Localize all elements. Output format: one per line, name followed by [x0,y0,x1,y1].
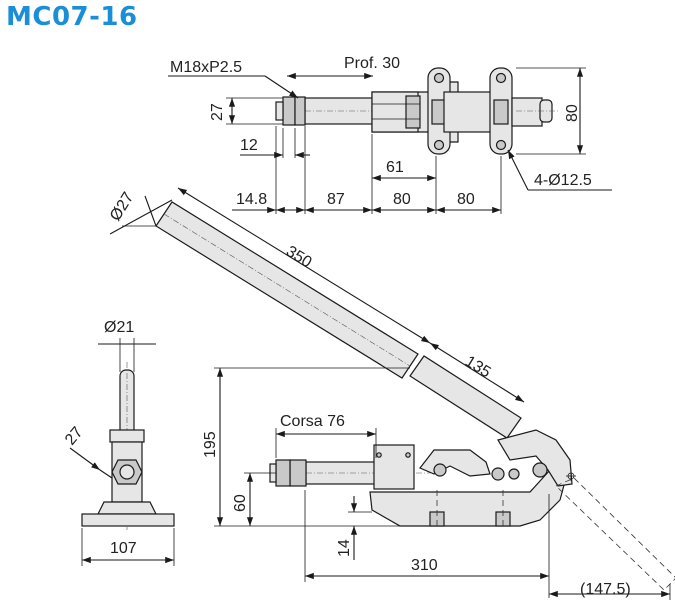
height-14-label: 14 [336,539,353,557]
height-60-label: 60 [232,494,249,512]
length-147-5-label: (147.5) [580,581,631,598]
width-87-label: 87 [327,191,345,208]
stroke-label: Corsa 76 [280,413,345,430]
width-14-8-label: 14.8 [236,191,267,208]
handle-length-135-label: 135 [462,353,494,382]
height-80-label: 80 [564,104,581,122]
base-width-label: 107 [110,540,137,557]
drawing-title: MC07-16 [6,2,138,32]
width-80-a-label: 80 [393,191,411,208]
width-12-label: 12 [240,137,258,154]
top-view-dimensions: M18xP2.5 Prof. 30 27 12 80 61 4-Ø12.5 [168,55,612,214]
handle-diameter-label: Ø27 [107,189,137,224]
height-27-label: 27 [209,103,226,121]
length-310-label: 310 [411,557,438,574]
top-view [275,67,560,155]
rod-diameter-label: Ø21 [104,319,134,336]
width-61-label: 61 [386,159,404,176]
handle-view: Ø27 350 135 [107,187,525,439]
height-195-label: 195 [202,431,219,458]
thread-label: M18xP2.5 [170,59,242,76]
holes-label: 4-Ø12.5 [534,172,592,189]
side-view: 195 Corsa 76 60 14 310 (147.5) [202,367,675,600]
nut-size-label: 27 [62,424,87,449]
depth-label: Prof. 30 [344,55,400,72]
width-80-b-label: 80 [457,191,475,208]
handle-length-350-label: 350 [283,243,315,272]
front-view: Ø21 27 107 [62,319,175,566]
